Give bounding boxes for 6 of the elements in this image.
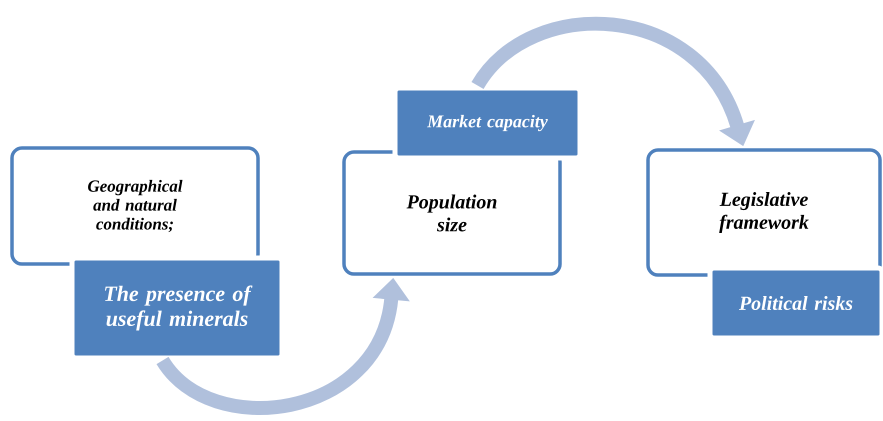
text-box: Legislative framework: [646, 148, 882, 277]
text-box: Geographical and natural conditions;: [10, 146, 260, 266]
highlight-box: The presence of useful minerals: [70, 256, 284, 360]
highlight-box: Market capacity: [392, 86, 582, 160]
text-box: Population size: [342, 150, 562, 276]
highlight-box: Political risks: [708, 266, 883, 340]
